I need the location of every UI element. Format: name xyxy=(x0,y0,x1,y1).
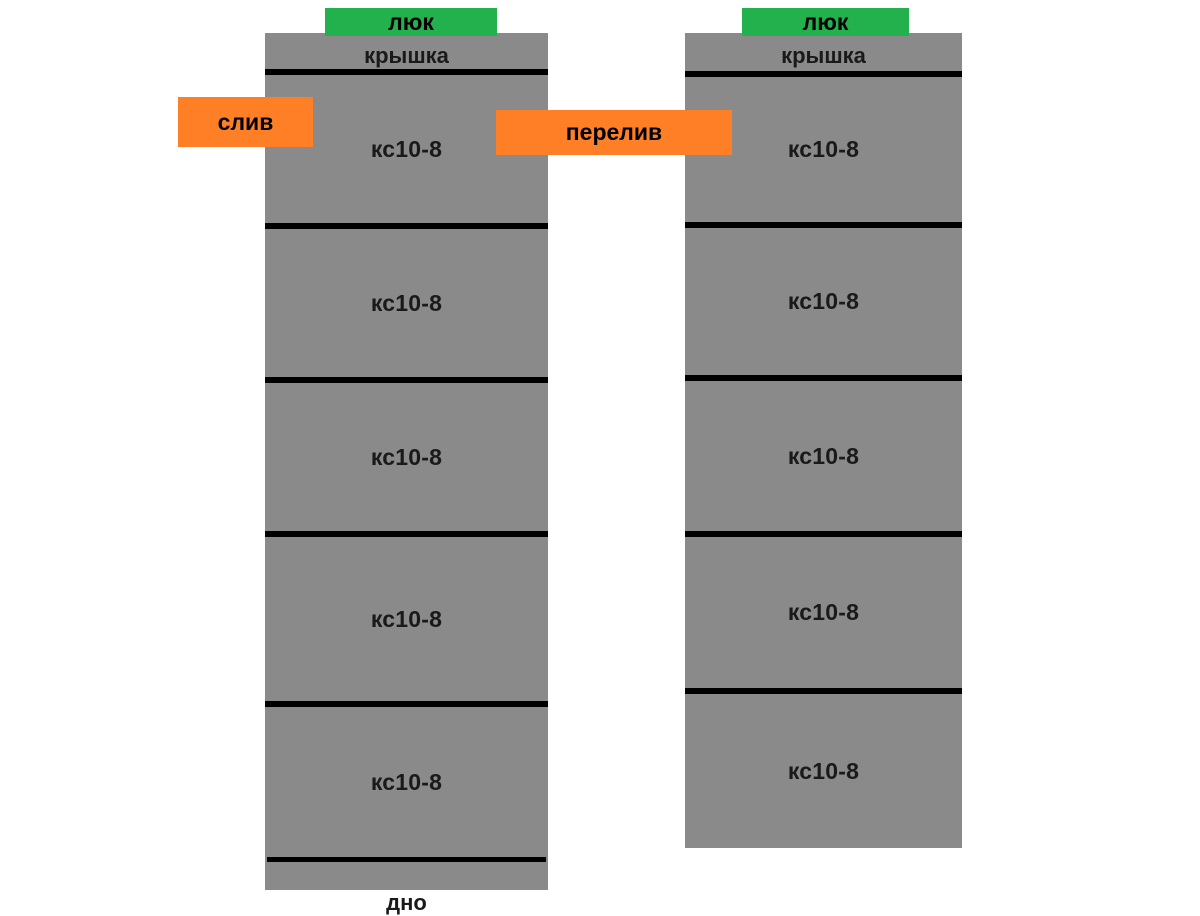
right-well-cover-label: крышка xyxy=(781,43,866,68)
left-well-ring-5: кс10-8 xyxy=(370,768,443,795)
right-well-ring-2: кс10-8 xyxy=(787,288,860,314)
left-well-bottom-seam xyxy=(267,857,546,862)
right-well-cover-seam xyxy=(685,71,962,77)
right-well-ring-1: кс10-8 xyxy=(787,136,860,162)
left-well-cover-label: крышка xyxy=(364,43,449,68)
overflow-pipe-plate: перелив xyxy=(496,110,732,155)
left-well-seam-4 xyxy=(265,701,548,707)
right-well-seam-3 xyxy=(685,531,962,537)
drain-pipe-plate: слив xyxy=(178,97,313,147)
left-well-ring-2: кс10-8 xyxy=(370,289,443,316)
left-well-seam-1 xyxy=(265,223,548,229)
left-well-seam-3 xyxy=(265,531,548,537)
left-well-ring-4: кс10-8 xyxy=(370,605,443,632)
right-well-seam-4 xyxy=(685,688,962,694)
right-well-hatch-plate: люк xyxy=(742,8,909,36)
right-well-seam-2 xyxy=(685,375,962,381)
right-well-ring-5: кс10-8 xyxy=(787,757,860,784)
left-well-cover-seam xyxy=(265,69,548,75)
left-well-hatch-plate: люк xyxy=(325,8,497,36)
left-well-ring-3: кс10-8 xyxy=(370,443,443,470)
left-well-bottom-label: дно xyxy=(386,890,427,915)
left-well-seam-2 xyxy=(265,377,548,383)
left-well-body: крышка кс10-8 кс10-8 кс10-8 кс10-8 кс10-… xyxy=(265,33,548,915)
right-well-seam-1 xyxy=(685,222,962,228)
right-well-body: крышка кс10-8 кс10-8 кс10-8 кс10-8 кс10-… xyxy=(685,33,962,848)
right-well-ring-4: кс10-8 xyxy=(787,599,860,625)
right-well-ring-3: кс10-8 xyxy=(787,442,860,469)
left-well-ring-1: кс10-8 xyxy=(370,135,443,162)
